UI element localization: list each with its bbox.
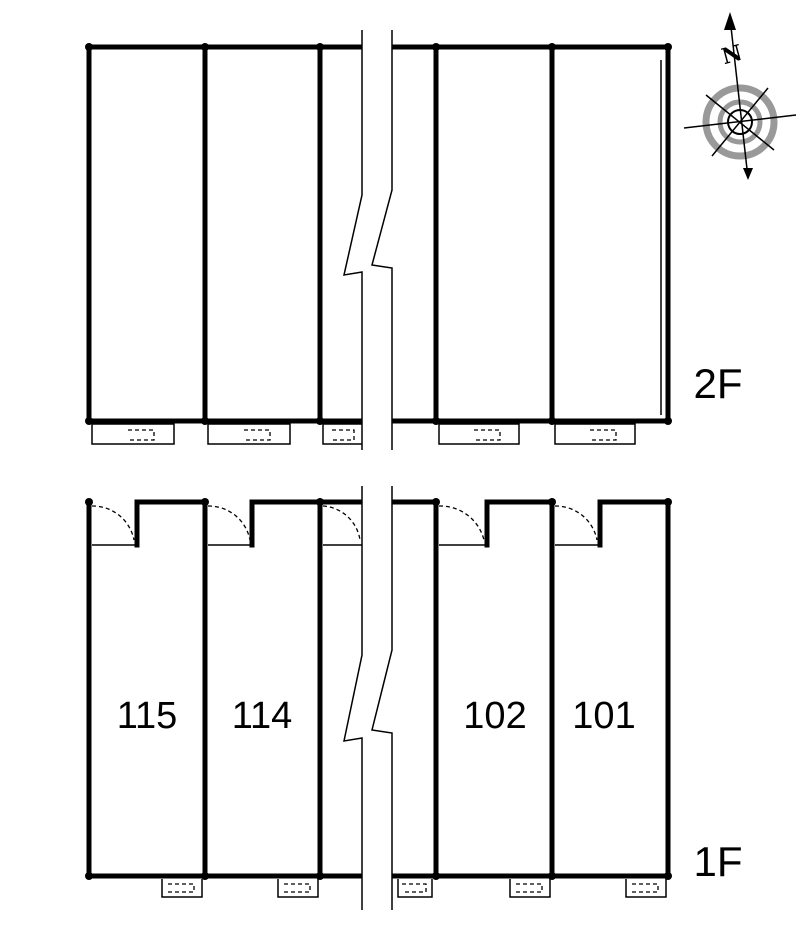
break-symbol-1f xyxy=(343,486,393,910)
door-swings-1f xyxy=(91,505,598,541)
north-south-axis xyxy=(729,17,749,179)
floor-label-1f: 1F xyxy=(693,838,742,885)
unit-label-102: 102 xyxy=(463,695,526,737)
north-arrow-icon xyxy=(724,12,736,30)
upper-floor-plan xyxy=(85,30,672,450)
floor-label-2f: 2F xyxy=(693,360,742,407)
balconies-2f xyxy=(91,423,636,445)
compass-rose-icon: N xyxy=(683,12,797,180)
unit-label-115: 115 xyxy=(117,695,178,737)
unit-label-101: 101 xyxy=(572,695,635,737)
lower-floor-plan: 115 114 102 101 xyxy=(85,486,672,910)
unit-label-114: 114 xyxy=(232,695,293,737)
north-label: N xyxy=(719,40,745,70)
balconies-1f xyxy=(161,879,667,898)
break-symbol-2f xyxy=(343,30,393,450)
